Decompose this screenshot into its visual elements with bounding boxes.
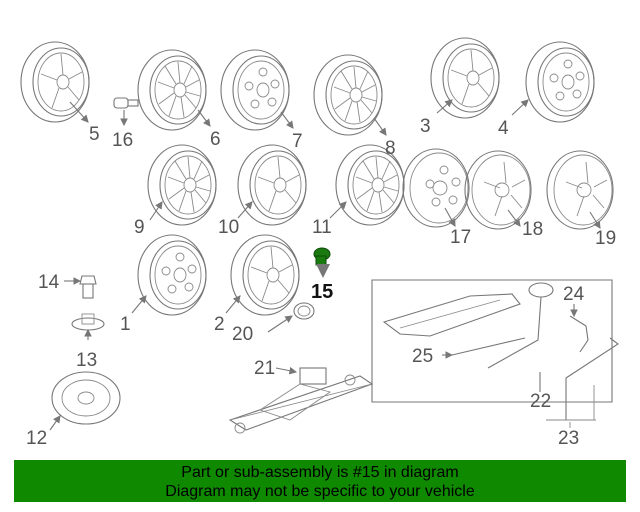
wheel-1 (137, 234, 207, 316)
wheel-cover-19 (546, 150, 614, 230)
callout-7: 7 (292, 131, 303, 152)
callout-25: 25 (412, 346, 433, 367)
wheel-4 (525, 41, 595, 123)
callout-14: 14 (38, 272, 60, 293)
wheel-7 (220, 49, 290, 131)
parts-diagram: 5 16 6 7 8 3 4 9 10 11 17 18 19 15 14 1 … (20, 37, 619, 449)
center-cap-20 (267, 302, 315, 333)
part-info-banner: Part or sub-assembly is #15 in diagram D… (14, 460, 626, 502)
wheel-2 (230, 234, 300, 316)
callout-23: 23 (558, 428, 579, 449)
wheel-8 (313, 54, 383, 136)
tool-kit-box (371, 279, 613, 403)
wheel-9 (147, 144, 217, 226)
wheel-6 (137, 49, 207, 131)
callout-22: 22 (530, 391, 551, 412)
callout-16: 16 (112, 130, 133, 151)
spare-wheel-12 (49, 371, 121, 431)
banner-line-1: Part or sub-assembly is #15 in diagram (181, 464, 459, 481)
callout-11: 11 (312, 217, 332, 238)
callout-1: 1 (120, 314, 131, 335)
lug-nut-15[interactable] (313, 247, 331, 278)
callout-15[interactable]: 15 (311, 281, 333, 303)
callout-8: 8 (385, 138, 396, 159)
wheel-cover-18 (464, 150, 532, 230)
lug-wrench-23 (546, 337, 619, 428)
callout-10: 10 (218, 217, 239, 238)
callout-18: 18 (522, 219, 543, 240)
wheel-cover-17 (402, 148, 470, 228)
callout-9: 9 (134, 217, 145, 238)
jack-21 (228, 366, 374, 434)
callout-4: 4 (498, 118, 509, 139)
wheel-lock-14 (64, 275, 97, 299)
valve-stem-16 (113, 97, 139, 127)
wheel-3 (430, 37, 500, 119)
callout-2: 2 (214, 314, 225, 335)
callout-6: 6 (210, 129, 221, 150)
banner-line-2: Diagram may not be specific to your vehi… (165, 483, 475, 500)
callout-5: 5 (89, 124, 100, 145)
callout-20: 20 (232, 324, 253, 345)
callout-12: 12 (26, 428, 47, 449)
callout-24: 24 (563, 284, 585, 305)
callout-17: 17 (450, 227, 471, 248)
lock-key-13 (71, 313, 105, 340)
callout-21: 21 (254, 358, 275, 379)
callout-13: 13 (76, 350, 97, 371)
wheel-5 (20, 41, 90, 123)
callout-3: 3 (420, 116, 431, 137)
wheel-10 (237, 144, 307, 226)
callout-19: 19 (595, 228, 616, 249)
